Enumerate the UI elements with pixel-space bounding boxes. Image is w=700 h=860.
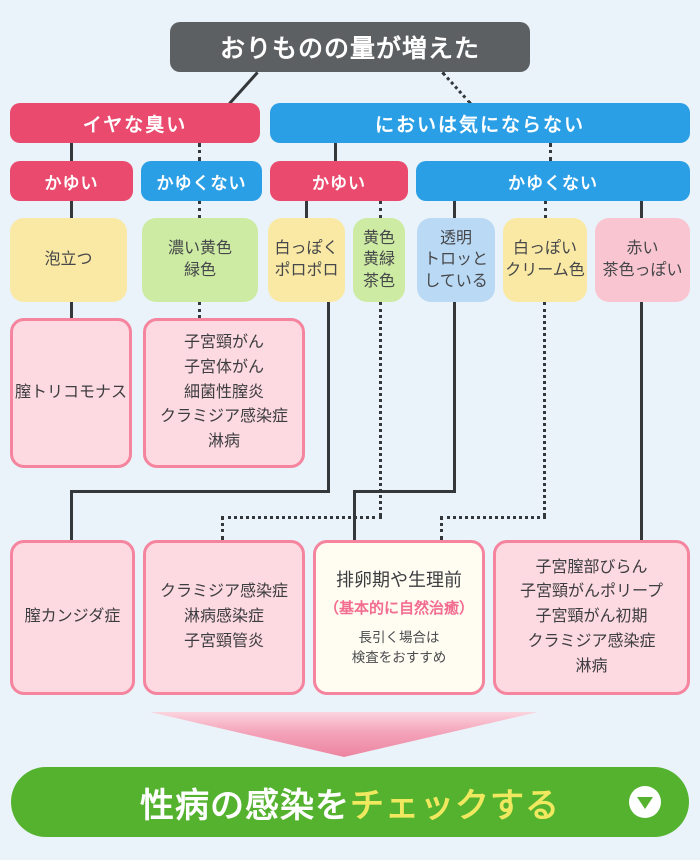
connector xyxy=(198,302,201,318)
flow-root-label: おりものの量が増えた xyxy=(219,35,480,63)
symptom-foamy-label: 泡立つ xyxy=(44,251,93,269)
symptom-transparent-thick-label: 透明 トロッと している xyxy=(423,229,488,290)
branch-bad-smell: イヤな臭い xyxy=(10,103,260,143)
branch-itchy-1-label: かゆい xyxy=(44,173,99,193)
connector xyxy=(543,302,546,516)
connector xyxy=(640,201,643,218)
symptom-red-brownish: 赤い 茶色っぽい xyxy=(595,218,690,302)
diagnosis-cervical-cancer-group: 子宮頸がん 子宮体がん 細菌性膣炎 クラミジア感染症 淋病 xyxy=(143,318,305,468)
connector xyxy=(70,143,73,161)
connector xyxy=(544,201,547,218)
connector xyxy=(549,143,552,161)
std-check-button[interactable]: 性病の感染をチェックする xyxy=(11,767,689,837)
branch-not-itchy-1-label: かゆくない xyxy=(156,173,247,193)
symptom-yellow-green-brown: 黄色 黄緑 茶色 xyxy=(353,218,405,302)
std-check-button-label-yellow: チェックする xyxy=(350,786,560,825)
branch-no-smell-label: においは気にならない xyxy=(374,114,585,136)
connector xyxy=(305,201,308,218)
branch-no-smell: においは気にならない xyxy=(270,103,690,143)
diagnosis-chlamydia-group-label: クラミジア感染症 淋病感染症 子宮頸管炎 xyxy=(159,583,288,650)
connector xyxy=(353,490,456,493)
branch-not-itchy-2: かゆくない xyxy=(416,161,690,201)
symptom-transparent-thick: 透明 トロッと している xyxy=(417,218,495,302)
diagnosis-erosion-group-label: 子宮膣部びらん 子宮頸がんポリープ 子宮頸がん初期 クラミジア感染症 淋病 xyxy=(519,558,664,675)
connector xyxy=(198,201,201,218)
connector xyxy=(379,201,382,218)
branch-not-itchy-1: かゆくない xyxy=(141,161,262,201)
connector-root-to-bad-smell xyxy=(228,71,259,105)
down-triangle-icon xyxy=(637,797,653,809)
symptom-whitish-crumbly: 白っぽく ポロポロ xyxy=(268,218,345,302)
ovulation-title: 排卵期や生理前 xyxy=(336,569,462,590)
connector xyxy=(70,201,73,218)
connector xyxy=(353,490,356,540)
branch-itchy-2-label: かゆい xyxy=(312,173,366,193)
symptom-foamy: 泡立つ xyxy=(10,218,127,302)
branch-bad-smell-label: イヤな臭い xyxy=(82,114,188,136)
connector xyxy=(453,302,456,493)
connector xyxy=(198,143,201,161)
connector xyxy=(70,302,73,318)
symptom-dark-yellow-green: 濃い黄色 緑色 xyxy=(142,218,258,302)
diagnosis-ovulation-period: 排卵期や生理前 （基本的に自然治癒） 長引く場合は 検査をおすすめ xyxy=(313,540,485,695)
diagnosis-erosion-group: 子宮膣部びらん 子宮頸がんポリープ 子宮頸がん初期 クラミジア感染症 淋病 xyxy=(493,540,690,695)
symptom-whitish-cream-label: 白っぽい クリーム色 xyxy=(505,240,585,279)
symptom-dark-yellow-green-label: 濃い黄色 緑色 xyxy=(167,240,232,279)
connector xyxy=(453,201,456,218)
connector xyxy=(70,490,73,540)
ovulation-note: 長引く場合は 検査をおすすめ xyxy=(351,629,447,666)
flow-root-node: おりものの量が増えた xyxy=(170,22,530,72)
symptom-yellow-green-brown-label: 黄色 黄緑 茶色 xyxy=(362,229,395,290)
ovulation-subtitle: （基本的に自然治癒） xyxy=(323,599,474,617)
connector xyxy=(440,516,443,540)
circle-down-arrow-icon[interactable] xyxy=(629,786,661,818)
symptom-whitish-cream: 白っぽい クリーム色 xyxy=(503,218,587,302)
down-arrow-shape xyxy=(150,712,538,757)
diagnosis-candida: 膣カンジダ症 xyxy=(10,540,135,695)
symptom-whitish-crumbly-label: 白っぽく ポロポロ xyxy=(274,240,339,279)
std-check-button-label-white: 性病の感染を xyxy=(140,786,350,825)
connector xyxy=(640,302,643,540)
connector xyxy=(327,302,330,493)
symptom-red-brownish-label: 赤い 茶色っぽい xyxy=(602,240,683,279)
diagnosis-cervical-cancer-group-label: 子宮頸がん 子宮体がん 細菌性膣炎 クラミジア感染症 淋病 xyxy=(159,334,288,451)
connector xyxy=(334,143,337,161)
diagnosis-trichomonas: 膣トリコモナス xyxy=(10,318,132,468)
diagnosis-trichomonas-label: 膣トリコモナス xyxy=(14,383,127,401)
branch-itchy-2: かゆい xyxy=(270,161,408,201)
connector xyxy=(221,516,224,540)
diagnosis-chlamydia-group: クラミジア感染症 淋病感染症 子宮頸管炎 xyxy=(143,540,305,695)
branch-not-itchy-2-label: かゆくない xyxy=(508,173,598,193)
connector xyxy=(221,516,382,519)
branch-itchy-1: かゆい xyxy=(10,161,133,201)
diagnosis-candida-label: 膣カンジダ症 xyxy=(24,608,121,626)
connector-root-to-no-smell xyxy=(441,71,472,105)
connector xyxy=(440,516,546,519)
connector xyxy=(379,302,382,516)
connector xyxy=(70,490,330,493)
